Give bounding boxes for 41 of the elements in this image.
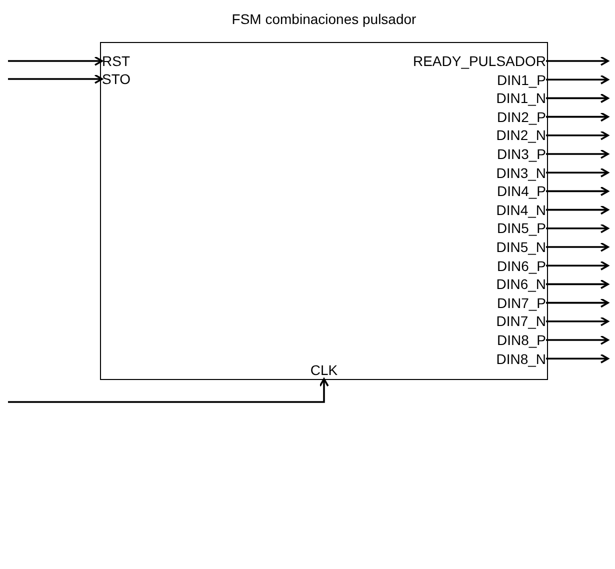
signal-arrow xyxy=(546,112,609,122)
signal-arrow xyxy=(546,186,609,196)
port-label: CLK xyxy=(310,362,338,378)
signal-arrow xyxy=(8,56,103,66)
port-label: READY_PULSADOR xyxy=(412,53,546,69)
signal-arrow xyxy=(546,354,609,364)
port-label: DIN5_N xyxy=(496,239,546,255)
port-label: DIN8_P xyxy=(496,332,546,348)
signal-arrow xyxy=(8,378,329,403)
port-label: DIN1_N xyxy=(496,90,546,106)
signal-arrow xyxy=(546,168,609,178)
port-label: DIN3_P xyxy=(496,146,546,162)
signal-arrow xyxy=(546,56,609,66)
port-label: DIN4_N xyxy=(496,202,546,218)
port-label: DIN2_P xyxy=(496,108,546,125)
signal-arrow xyxy=(546,316,609,326)
signal-arrow xyxy=(546,279,609,290)
port-label: DIN6_P xyxy=(496,258,546,274)
port-label: DIN1_P xyxy=(496,72,546,88)
signal-arrow xyxy=(546,149,609,159)
signal-arrow xyxy=(546,130,609,140)
port-label: STO xyxy=(102,71,131,87)
signal-arrow xyxy=(546,335,609,345)
port-label: DIN2_N xyxy=(496,127,546,144)
port-label: DIN5_P xyxy=(496,220,546,236)
signal-arrow xyxy=(546,298,609,308)
port-label: RST xyxy=(102,53,130,69)
signal-arrow xyxy=(546,260,609,270)
signal-arrow xyxy=(546,224,609,234)
port-label: DIN3_N xyxy=(496,164,546,181)
port-label: DIN7_P xyxy=(496,294,546,311)
port-label: DIN4_P xyxy=(496,183,546,200)
port-label: DIN6_N xyxy=(496,276,546,292)
port-label: DIN7_N xyxy=(496,313,546,330)
signal-arrow xyxy=(546,204,609,215)
signal-arrow xyxy=(8,74,103,84)
signal-arrow xyxy=(546,242,609,252)
signal-arrow xyxy=(546,74,609,84)
port-label: DIN8_N xyxy=(496,350,546,367)
block-title: FSM combinaciones pulsador xyxy=(230,11,418,27)
signal-arrow xyxy=(546,93,609,104)
